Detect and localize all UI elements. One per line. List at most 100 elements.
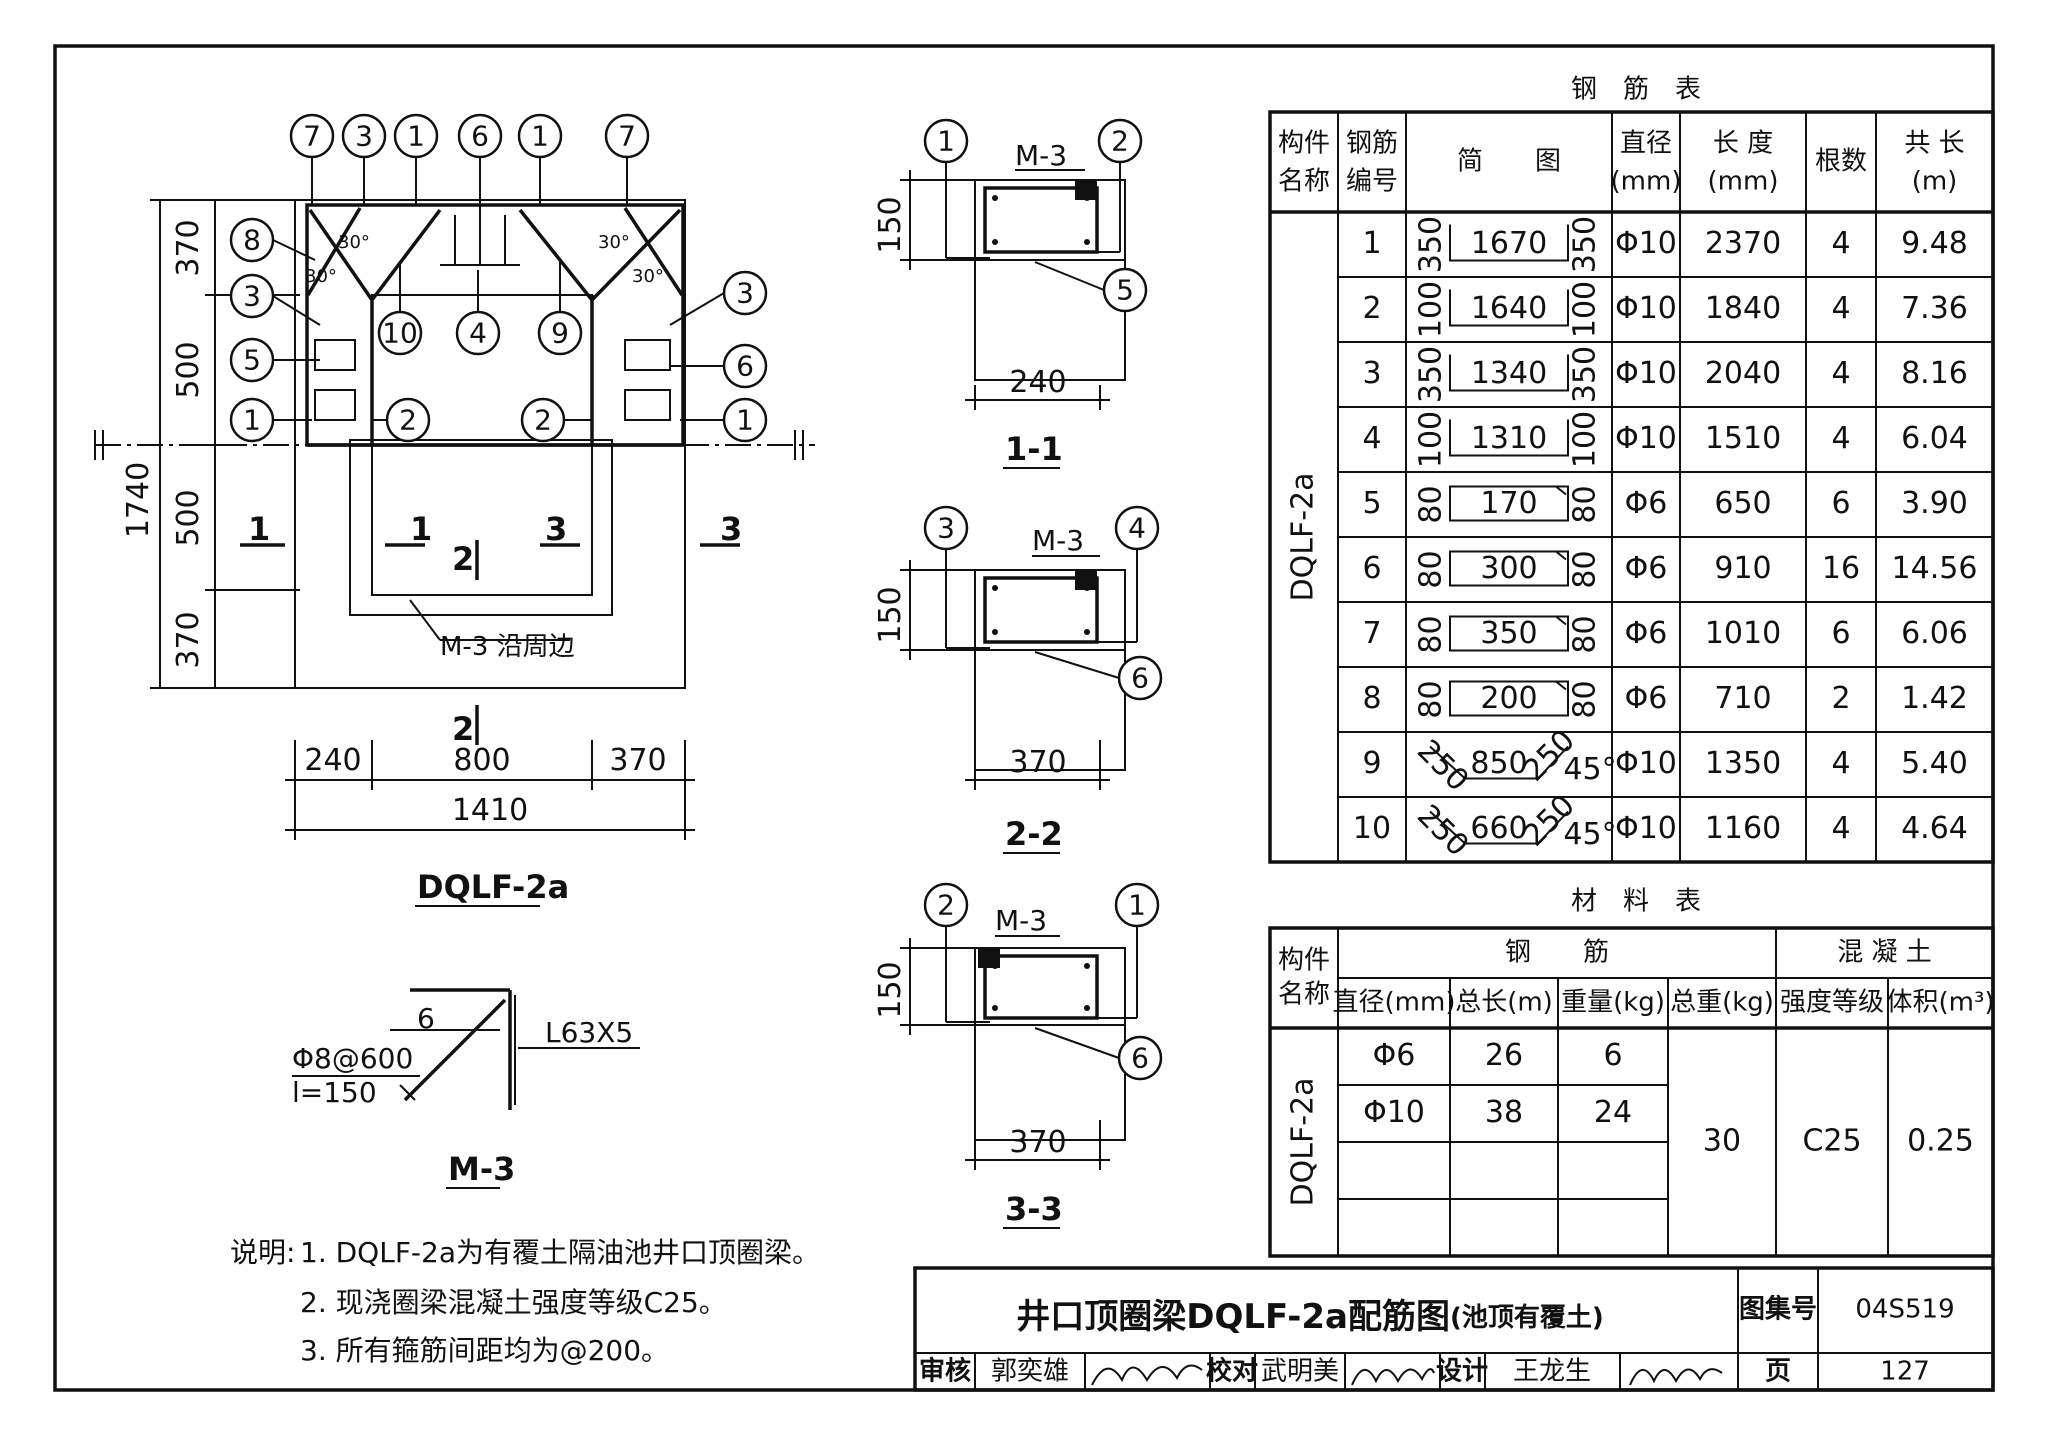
rebar-sketch-right: 100 <box>1568 281 1603 338</box>
mat-weight: 24 <box>1594 1095 1632 1130</box>
review-label: 审核 <box>919 1356 971 1387</box>
rebar-length: 650 <box>1714 486 1771 521</box>
rebar-sketch-mid: 1670 <box>1471 226 1547 261</box>
mat-volume: 0.25 <box>1907 1124 1974 1159</box>
rebar-count: 2 <box>1831 681 1850 716</box>
rebar-member: DQLF-2a <box>1286 473 1321 602</box>
rebar-length: 1350 <box>1705 746 1781 781</box>
callout-7: 7 <box>303 120 321 153</box>
rebar-dia: Φ6 <box>1625 551 1668 586</box>
page-number: 127 <box>1880 1357 1930 1387</box>
section-3-3: 150 370 2 1 6 M-3 3-3 <box>873 882 1163 1229</box>
section-mark-2-top: 2 <box>452 540 474 578</box>
rebar-sketch-left: 250 <box>1410 798 1475 863</box>
rebar-length: 2040 <box>1705 356 1781 391</box>
rebar-sketch <box>1449 485 1569 522</box>
rebar-total: 1.42 <box>1901 681 1968 716</box>
rebar-sketch <box>1449 615 1569 652</box>
section-mark-1-inner: 1 <box>410 510 432 548</box>
page-label: 页 <box>1765 1357 1791 1387</box>
mat-header-total: 总重(kg) <box>1670 988 1774 1018</box>
angle-label: 30° <box>598 232 630 253</box>
rebar-header-4-sub: (mm) <box>1708 167 1779 197</box>
mat-header-dia: 直径(mm) <box>1333 988 1456 1018</box>
angle-label: 30° <box>338 232 370 253</box>
section-width: 370 <box>1009 1125 1066 1160</box>
mat-dia: Φ10 <box>1363 1095 1425 1130</box>
mat-weight: 6 <box>1603 1038 1622 1073</box>
mat-header-len: 总长(m) <box>1455 988 1553 1018</box>
rebar-dia: Φ10 <box>1615 291 1677 326</box>
rebar-dia: Φ6 <box>1625 486 1668 521</box>
rebar-sketch-right: 80 <box>1568 485 1603 523</box>
rebar-no: 7 <box>1362 616 1381 651</box>
rebar-sketch-mid: 1340 <box>1471 356 1547 391</box>
rebar-sketch-left: 350 <box>1414 216 1449 273</box>
dim-bottom-370: 370 <box>609 743 666 778</box>
note-3: 3. 所有箍筋间距均为@200。 <box>300 1334 669 1367</box>
mat-len: 26 <box>1485 1038 1523 1073</box>
callout-2: 2 <box>937 889 955 922</box>
callout-4: 4 <box>1128 512 1146 545</box>
rebar-no: 10 <box>1353 811 1391 846</box>
plan-label: DQLF-2a <box>417 868 569 906</box>
rebar-count: 6 <box>1831 616 1850 651</box>
rebar-header-1-sub: 编号 <box>1346 167 1398 197</box>
rebar-dia: Φ10 <box>1615 746 1677 781</box>
rebar-sketch <box>1429 810 1569 845</box>
rebar-sketch <box>1449 224 1569 262</box>
notes: 说明: 1. DQLF-2a为有覆土隔油池井口顶圈梁。 2. 现浇圈梁混凝土强度… <box>230 1236 820 1367</box>
embed-detail: 6 L63X5 Φ8@600 l=150 M-3 <box>292 988 640 1189</box>
rebar-sketch <box>1449 354 1569 392</box>
rebar-no: 6 <box>1362 551 1381 586</box>
callout-5: 5 <box>243 344 261 377</box>
dim-left-370-top: 370 <box>171 219 206 276</box>
callout-6: 6 <box>471 120 489 153</box>
rebar-sketch-right: 350 <box>1568 216 1603 273</box>
designer-signature <box>1629 1368 1723 1386</box>
mat-grade: C25 <box>1802 1124 1861 1159</box>
mat-header-grade: 强度等级 <box>1780 988 1884 1018</box>
rebar-sketch-right: 100 <box>1568 411 1603 468</box>
embed-tag: M-3 <box>1032 524 1084 557</box>
mat-header-volume: 体积(m³) <box>1886 988 1994 1018</box>
rebar-header-6: 共 长 <box>1904 129 1964 159</box>
rebar-sketch-mid: 200 <box>1480 681 1537 716</box>
rebar-total: 8.16 <box>1901 356 1968 391</box>
rebar-sketch-left: 80 <box>1414 485 1449 523</box>
rebar-length: 910 <box>1714 551 1771 586</box>
rebar-header-5: 根数 <box>1815 147 1867 177</box>
notes-prefix: 说明: <box>230 1236 295 1269</box>
rebar-header-0-sub: 名称 <box>1278 167 1330 197</box>
dim-left-total: 1740 <box>121 462 156 538</box>
rebar-sketch-right: 80 <box>1568 680 1603 718</box>
rebar-sketch-mid: 850 <box>1470 746 1527 781</box>
plan-callouts: 7 3 1 6 1 7 8 3 5 1 2 2 <box>229 113 768 443</box>
rebar-total: 6.06 <box>1901 616 1968 651</box>
rebar-header-3-sub: (mm) <box>1611 167 1682 197</box>
rebar-no: 3 <box>1362 356 1381 391</box>
section-label: 1-1 <box>1005 430 1063 468</box>
rebar-sketch-left: 80 <box>1414 680 1449 718</box>
section-width: 370 <box>1009 745 1066 780</box>
rebar-no: 8 <box>1362 681 1381 716</box>
rebar-total: 9.48 <box>1901 226 1968 261</box>
dim-left-500-bottom: 500 <box>171 489 206 546</box>
plan-view: 30° 30° 30° 30° 370 500 500 370 1740 240… <box>94 113 815 907</box>
rebar-count: 6 <box>1831 486 1850 521</box>
mat-total-weight: 30 <box>1703 1124 1741 1159</box>
callout-1: 1 <box>243 404 261 437</box>
rebar-sketch-mid: 1640 <box>1471 291 1547 326</box>
angle-steel: L63X5 <box>545 1016 633 1049</box>
rebar-sketch <box>1429 745 1569 780</box>
rebar-header-6-sub: (m) <box>1912 167 1958 197</box>
callout-1: 1 <box>531 120 549 153</box>
rebar-sketch-mid: 1310 <box>1471 421 1547 456</box>
rebar-no: 5 <box>1362 486 1381 521</box>
rebar-dia: Φ10 <box>1615 421 1677 456</box>
anchor-bar: Φ8@600 <box>292 1042 413 1075</box>
section-mark-2-bottom: 2 <box>452 710 474 748</box>
section-height: 150 <box>873 586 908 643</box>
